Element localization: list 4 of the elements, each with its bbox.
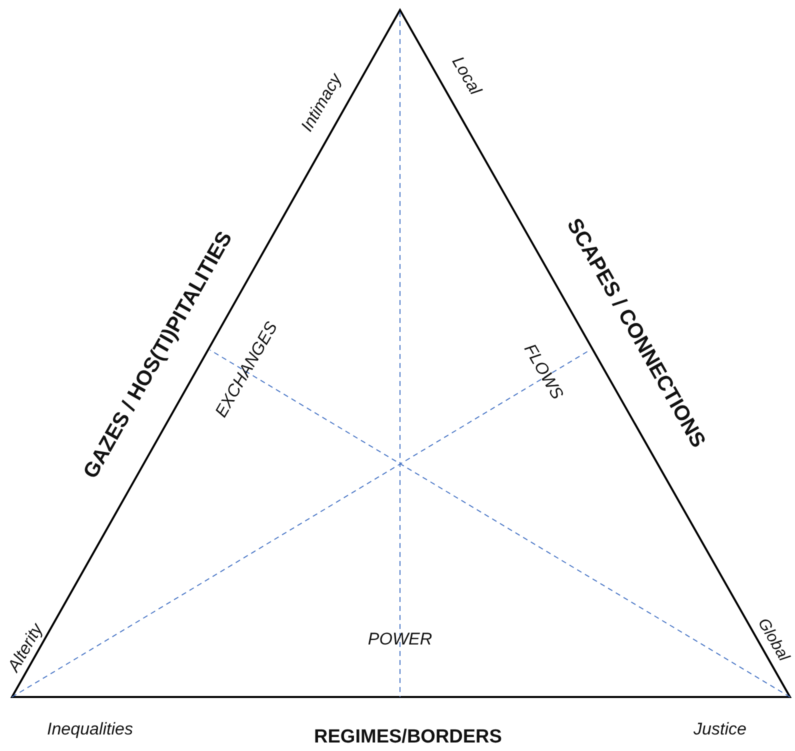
corner-label: Justice bbox=[694, 720, 746, 740]
side-title: REGIMES/BORDERS bbox=[314, 728, 502, 748]
corner-label: Inequalities bbox=[47, 720, 133, 740]
axis-label: POWER bbox=[368, 630, 432, 650]
